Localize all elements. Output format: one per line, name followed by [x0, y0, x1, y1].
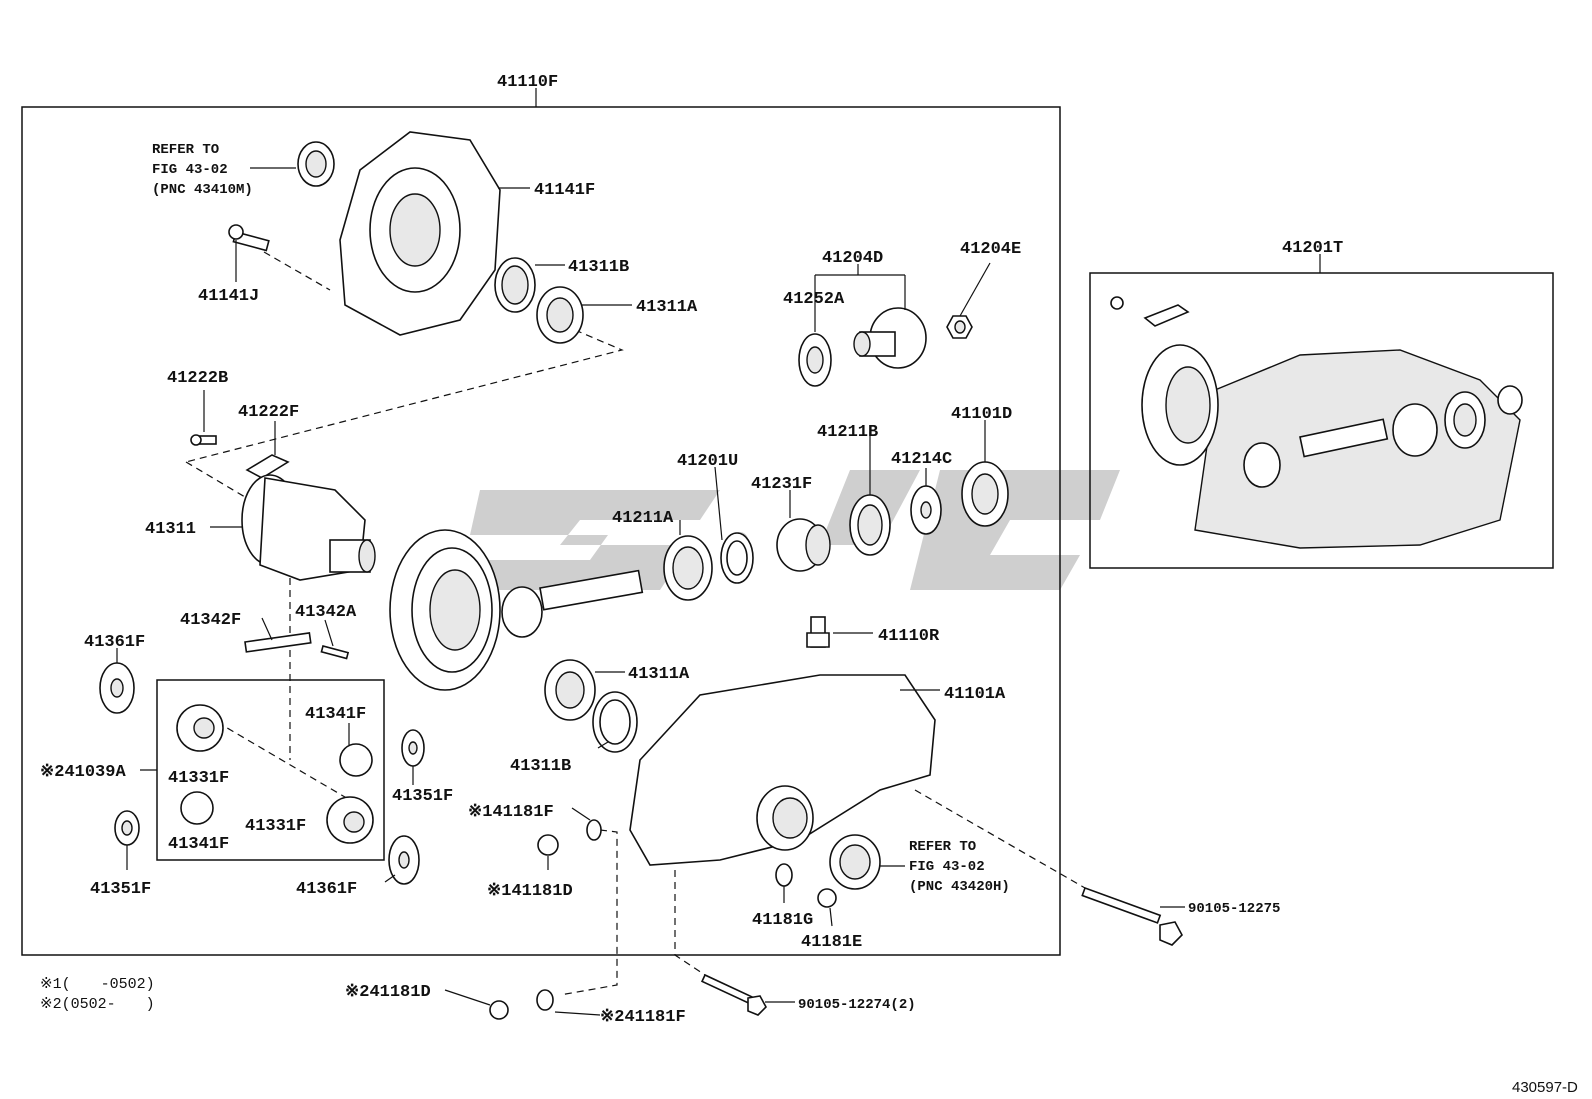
- label-41214C: 41214C: [891, 450, 952, 469]
- label-41204D: 41204D: [822, 249, 883, 268]
- label-41342A: 41342A: [295, 603, 357, 622]
- bolt-41181D-2: [489, 1000, 509, 1020]
- cover-41141F: [339, 131, 501, 336]
- label-41341F-b: 41341F: [168, 835, 229, 854]
- main-assembly-frame: [21, 106, 1061, 956]
- bolt-90105-12274: [700, 973, 767, 1016]
- label-41211B: 41211B: [817, 423, 878, 442]
- label-41201T: 41201T: [1282, 239, 1343, 258]
- drive-pinion: [501, 569, 644, 638]
- label-41181E: 41181E: [801, 933, 862, 952]
- label-41222F: 41222F: [238, 403, 299, 422]
- label-41231F: 41231F: [751, 475, 812, 494]
- label-41311B-top: 41311B: [568, 258, 629, 277]
- washer-41181F-2: [536, 989, 554, 1011]
- label-41141J: 41141J: [198, 287, 259, 306]
- label-41181F-1: ※141181F: [468, 803, 554, 822]
- bearing-race-41311B-bot: [592, 691, 638, 753]
- refer-left-line3: (PNC 43410M): [152, 182, 253, 198]
- label-41351F-left: 41351F: [90, 880, 151, 899]
- label-41181D-2: ※241181D: [345, 983, 431, 1002]
- label-41204E: 41204E: [960, 240, 1021, 259]
- pin-41342A: [320, 645, 350, 660]
- spacer-41231F: [776, 518, 831, 572]
- label-41341F-a: 41341F: [305, 705, 366, 724]
- plate-41222F: [245, 454, 290, 479]
- label-41039A: ※241039A: [40, 763, 126, 782]
- label-41101D: 41101D: [951, 405, 1012, 424]
- leader-lines: [116, 167, 1185, 1016]
- bearing-race-41311B-top: [494, 257, 536, 313]
- label-41361F-bot: 41361F: [296, 880, 357, 899]
- flange-41204D: [853, 307, 927, 369]
- oil-seal-41101D: [961, 461, 1009, 527]
- side-gear-41331F-a: [176, 704, 224, 752]
- label-41252A: 41252A: [783, 290, 845, 309]
- bolt-41222B: [190, 434, 217, 446]
- label-41181F-2: ※241181F: [600, 1008, 686, 1027]
- oil-seal-top: [297, 141, 335, 187]
- ring-gear: [389, 529, 501, 691]
- bearing-41311A-bot: [544, 659, 596, 721]
- oil-seal-right: [829, 834, 881, 890]
- refer-right-line3: (PNC 43420H): [909, 879, 1010, 895]
- label-41181D-1: ※141181D: [487, 882, 573, 901]
- label-41110F: 41110F: [497, 73, 558, 92]
- refer-left-line2: FIG 43-02: [152, 162, 228, 178]
- footnote-2: ※2(0502- ): [40, 996, 155, 1013]
- label-90105-12274: 90105-12274(2): [798, 997, 916, 1013]
- plug-41181E: [817, 888, 837, 908]
- label-41141F: 41141F: [534, 181, 595, 200]
- side-gear-41331F-b: [326, 796, 374, 844]
- bolt-41181D-1: [537, 834, 559, 856]
- thrust-washer-41351F-mid: [401, 729, 425, 767]
- label-41311A-bot: 41311A: [628, 665, 690, 684]
- thrust-washer-41361F-top: [99, 662, 135, 714]
- pinion-gear-41341F-b: [180, 791, 214, 825]
- label-41222B: 41222B: [167, 369, 228, 388]
- label-41101A: 41101A: [944, 685, 1006, 704]
- label-41311B-bot: 41311B: [510, 757, 571, 776]
- label-90105-12275: 90105-12275: [1188, 901, 1280, 917]
- label-41211A: 41211A: [612, 509, 674, 528]
- gasket-41181G: [775, 863, 793, 887]
- refer-right-line2: FIG 43-02: [909, 859, 985, 875]
- pinion-gear-41341F-a: [339, 743, 373, 777]
- ring-gear-kit-41201T: [1110, 296, 1523, 549]
- carrier-housing-41101A: [629, 674, 936, 866]
- footnote-1: ※1( -0502): [40, 976, 155, 993]
- label-41311A-top: 41311A: [636, 298, 698, 317]
- differential-case-41311: [241, 474, 376, 581]
- label-41342F: 41342F: [180, 611, 241, 630]
- bearing-41211B: [849, 494, 891, 556]
- bearing-41311A-top: [536, 286, 584, 344]
- washer-41214C: [910, 485, 942, 535]
- label-41331F-a: 41331F: [168, 769, 229, 788]
- label-41110R: 41110R: [878, 627, 940, 646]
- label-41201U: 41201U: [677, 452, 738, 471]
- ring-gear-kit-frame: [1089, 272, 1554, 569]
- oil-deflector-41252A: [798, 333, 832, 387]
- pinion-shaft-41342F: [244, 632, 312, 653]
- refer-right-line1: REFER TO: [909, 839, 976, 855]
- label-41311: 41311: [145, 520, 196, 539]
- label-41181G: 41181G: [752, 911, 813, 930]
- bearing-41211A: [663, 535, 713, 601]
- label-41361F-top: 41361F: [84, 633, 145, 652]
- bolt-41141J: [228, 224, 270, 252]
- bolt-90105-12275: [1081, 886, 1183, 946]
- plug-41110R: [806, 616, 830, 648]
- thrust-washer-41351F-left: [114, 810, 140, 846]
- label-41351F-mid: 41351F: [392, 787, 453, 806]
- nut-41204E: [946, 315, 973, 339]
- label-41331F-b: 41331F: [245, 817, 306, 836]
- washer-41201U: [720, 532, 754, 584]
- figure-id: 430597-D: [1512, 1079, 1578, 1096]
- washer-41181F-1: [586, 819, 602, 841]
- thrust-washer-41361F-bot: [388, 835, 420, 885]
- refer-left-line1: REFER TO: [152, 142, 219, 158]
